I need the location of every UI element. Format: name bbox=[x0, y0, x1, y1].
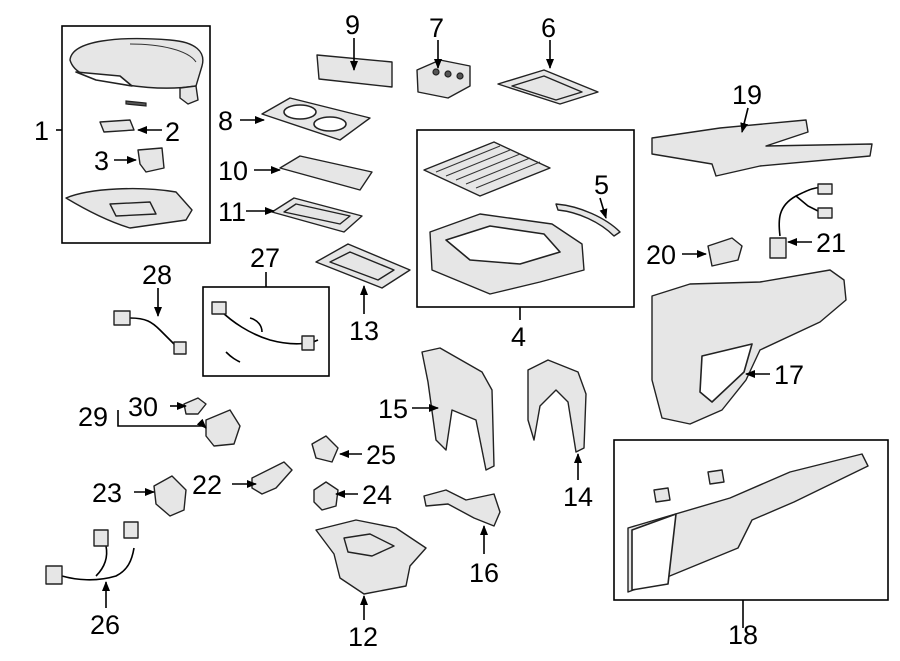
latch-part-2 bbox=[99, 119, 135, 133]
side-panel-part-18 bbox=[627, 453, 869, 593]
callout-2: 2 bbox=[165, 117, 180, 147]
group-box-bin bbox=[416, 129, 635, 308]
callout-21: 21 bbox=[816, 228, 846, 258]
group-box-harness-27 bbox=[202, 286, 330, 377]
callout-23: 23 bbox=[92, 478, 122, 508]
callout-30: 30 bbox=[128, 392, 158, 422]
mat-part-11 bbox=[271, 197, 363, 233]
harness-part-28 bbox=[113, 310, 187, 355]
callout-28: 28 bbox=[142, 260, 172, 290]
bracket-part-14 bbox=[527, 359, 587, 453]
callout-7: 7 bbox=[429, 13, 444, 43]
callout-9: 9 bbox=[345, 10, 360, 40]
callout-14: 14 bbox=[563, 482, 593, 512]
outlet-part-25 bbox=[311, 435, 339, 463]
callout-10: 10 bbox=[218, 156, 248, 186]
group-box-armrest bbox=[61, 25, 211, 244]
side-trim-part-17 bbox=[651, 269, 847, 425]
cupholder-part-8 bbox=[261, 97, 371, 141]
callout-19: 19 bbox=[732, 80, 762, 110]
group-box-side-panel bbox=[613, 439, 889, 601]
mat-part-9 bbox=[316, 54, 393, 88]
callout-11: 11 bbox=[218, 197, 246, 227]
mat-part-10 bbox=[279, 155, 373, 191]
mat-part-13 bbox=[315, 243, 411, 289]
callout-15: 15 bbox=[378, 394, 408, 424]
armrest-lid-part bbox=[69, 37, 204, 89]
connector-part-22 bbox=[251, 461, 293, 495]
outlet-part-23 bbox=[153, 475, 187, 517]
callout-8: 8 bbox=[218, 106, 233, 136]
callout-12: 12 bbox=[348, 622, 378, 652]
callout-13: 13 bbox=[349, 316, 379, 346]
storage-bin-part-4 bbox=[423, 141, 585, 295]
leader-lines bbox=[56, 38, 812, 628]
callout-24: 24 bbox=[362, 480, 392, 510]
callout-22: 22 bbox=[192, 470, 222, 500]
switch-part-7 bbox=[416, 59, 471, 99]
bracket-part-15 bbox=[421, 347, 495, 471]
knob-part bbox=[179, 85, 199, 105]
callout-29: 29 bbox=[78, 402, 108, 432]
rail-part-19 bbox=[651, 119, 873, 177]
callout-17: 17 bbox=[774, 360, 804, 390]
tray-part-6 bbox=[497, 69, 599, 105]
harness-part-21 bbox=[769, 183, 833, 259]
harness-part-26 bbox=[45, 521, 139, 585]
callout-1: 1 bbox=[34, 116, 49, 146]
callout-16: 16 bbox=[469, 558, 499, 588]
callout-4: 4 bbox=[511, 322, 526, 352]
callout-25: 25 bbox=[366, 440, 396, 470]
bracket-part-16 bbox=[423, 489, 501, 527]
callout-26: 26 bbox=[90, 610, 120, 640]
trim-part-5 bbox=[555, 203, 621, 237]
bin-part-12 bbox=[315, 519, 427, 595]
clip-part-20 bbox=[707, 237, 743, 267]
callout-3: 3 bbox=[94, 146, 109, 176]
callout-27: 27 bbox=[250, 243, 280, 273]
armrest-base-part bbox=[65, 187, 193, 229]
callout-18: 18 bbox=[728, 620, 758, 650]
callout-6: 6 bbox=[541, 13, 556, 43]
bracket-part-3 bbox=[137, 147, 165, 173]
callout-20: 20 bbox=[646, 240, 676, 270]
socket-part-24 bbox=[313, 481, 339, 511]
callout-5: 5 bbox=[594, 170, 609, 200]
clip-part bbox=[125, 100, 147, 107]
harness-part-27 bbox=[211, 301, 319, 363]
switch-part-30 bbox=[183, 397, 207, 415]
switch-part-29 bbox=[205, 409, 241, 447]
